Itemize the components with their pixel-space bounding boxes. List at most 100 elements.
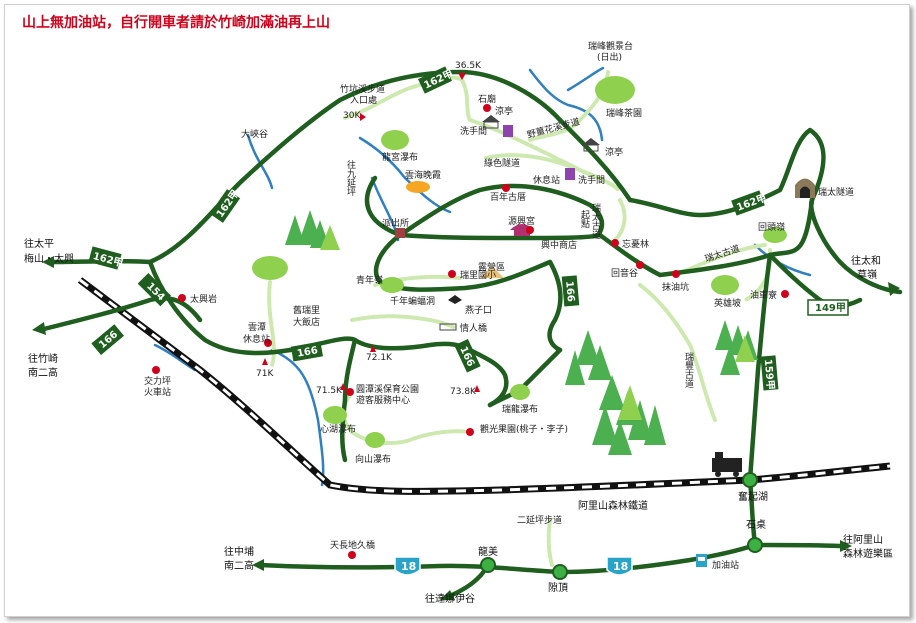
route-sign-162jia-east: 162甲 [731, 190, 768, 216]
label-xishoujian-2: 洗手間 [578, 174, 605, 186]
dest-alishan: 往阿里山 [843, 533, 883, 546]
label-longgong: 龍宮瀑布 [382, 151, 418, 163]
forest-clusters [285, 210, 758, 455]
label-eryanping: 二延坪步道 [517, 514, 562, 526]
label-huiyin: 回音谷 [611, 267, 638, 279]
label-zhukeng: 竹坑溪步道 [340, 83, 385, 95]
label-xinhu: 心湖瀑布 [320, 423, 356, 435]
label-zhujiuyanping: 往九延坪 [345, 159, 356, 197]
label-qingnian: 青年嶺 [356, 274, 383, 286]
label-yunze-2: 休息站 [243, 333, 270, 345]
label-longmei: 龍美 [478, 545, 498, 558]
dest-zhuqi: 往竹崎 [28, 352, 58, 365]
train-icon [712, 452, 742, 477]
dest-taihe-2: 草嶺 [857, 269, 877, 281]
label-qiannian: 千年蝙蝠洞 [390, 295, 435, 307]
dest-zhuqi-2: 南二高 [28, 366, 58, 379]
camp-icon [480, 266, 504, 278]
label-jiaoliping-2: 火車站 [144, 386, 171, 398]
svg-text:149甲: 149甲 [815, 302, 846, 314]
label-xingzhong: 興中商店 [541, 239, 577, 251]
route-sign-162jia-top: 162甲 [418, 66, 455, 94]
svg-text:159甲: 159甲 [762, 359, 777, 391]
label-shimiao: 石廟 [478, 93, 496, 105]
route-sign-166-west: 166 [91, 324, 124, 356]
route-sign-159jia: 159甲 [760, 355, 779, 391]
route-sign-166-mid: 166 [290, 341, 323, 362]
poi-dots [152, 104, 789, 559]
label-ruitai-start: 瑞太古道 [590, 202, 601, 240]
label-gas: 加油站 [712, 559, 739, 571]
sunset-cloud-icon [406, 181, 430, 193]
label-ruilong: 瑞龍瀑布 [502, 403, 538, 415]
label-k715: 71.5K [316, 386, 343, 396]
label-ruili-hotel: 舊瑞里 [293, 304, 320, 316]
dest-alishan-2: 森林遊樂區 [843, 547, 893, 560]
pavilion-icon [482, 115, 600, 152]
svg-text:166: 166 [563, 281, 576, 303]
direction-arrows [32, 256, 900, 600]
label-park: 圓潭溪保育公園 [356, 383, 419, 395]
km-markers [262, 73, 480, 392]
label-k71: 71K [256, 369, 274, 379]
label-yanzikou: 燕子口 [465, 304, 492, 316]
tunnel-icon [795, 178, 815, 198]
label-ruili-hotel-2: 大飯店 [293, 316, 320, 328]
label-laojiao: 抹油坑 [662, 281, 689, 293]
roads [37, 69, 903, 601]
label-tianchang: 天長地久橋 [330, 539, 375, 551]
dest-taiping-2: 梅山・太興 [24, 252, 74, 265]
label-wanghu: 忘憂林 [622, 238, 649, 250]
label-yemanhua: 野薑花溪步道 [526, 115, 581, 141]
label-ruifeng-tea: 瑞峰茶園 [606, 107, 642, 119]
bat-cave-icon [448, 295, 462, 304]
label-yunhai: 雲海晚霞 [405, 169, 441, 181]
label-yingxiong: 英雄坡 [714, 297, 741, 309]
police-icon [395, 228, 405, 238]
dest-zhongpu: 往中埔 [224, 545, 254, 558]
label-k738: 73.8K [450, 387, 477, 397]
label-ruitai-tunnel: 瑞太隧道 [818, 186, 854, 198]
label-liangting-1: 涼亭 [495, 105, 513, 117]
notice-text: 山上無加油站，自行開車者請於竹崎加滿油再上山 [22, 14, 330, 31]
route-sign-162jia-left: 162甲 [209, 188, 242, 223]
highway-18-west-shield: 18 [394, 556, 421, 576]
label-lvse: 綠色隧道 [484, 157, 520, 169]
label-yunze: 雲潭 [248, 322, 266, 333]
label-k365: 36.5K [455, 61, 482, 71]
label-taixingyan: 太興岩 [190, 293, 217, 305]
label-xiuxizhan: 休息站 [533, 174, 560, 186]
label-ruifeng-view-2: (日出) [597, 51, 622, 63]
highway-18-east-shield: 18 [606, 556, 633, 576]
label-youchepo: 油車寮 [750, 289, 777, 301]
dest-taiping: 往太平 [24, 237, 54, 250]
highway-shields: 18 18 [394, 556, 633, 576]
label-k30: 30K [343, 111, 361, 121]
svg-text:166: 166 [296, 345, 319, 359]
label-ruitai-start-2: 起點 [579, 210, 590, 229]
label-park-2: 遊客服務中心 [356, 394, 410, 406]
label-jiaoliping: 交力坪 [144, 375, 171, 387]
label-yanyingqu: 露營區 [478, 261, 505, 273]
dest-taihe: 往太和 [851, 254, 881, 267]
place-labels: 瑞峰觀景台 (日出) 瑞峰茶園 竹坑溪步道 入口處 36.5K 30K 大峽谷 … [144, 40, 854, 594]
destination-labels: 往太平 梅山・太興 往竹崎 南二高 往太和 草嶺 往阿里山 森林遊樂區 往中埔 … [24, 237, 893, 605]
junction-dots [480, 472, 763, 580]
dest-danayigu: 往達娜伊谷 [425, 592, 475, 605]
restroom-icon [503, 125, 575, 180]
gas-station-icon [696, 554, 707, 567]
label-liangting-2: 涼亭 [605, 146, 623, 158]
label-longmei-2: 隙頂 [548, 581, 568, 594]
label-xishoujian-1: 洗手間 [460, 125, 487, 137]
route-sign-166-east: 166 [561, 275, 580, 307]
hill-icons [252, 76, 787, 448]
label-fenqihu: 奮起湖 [738, 490, 768, 503]
label-railway: 阿里山森林鐵道 [578, 499, 648, 512]
map-frame [4, 4, 910, 617]
label-ruitai-ancient: 瑞豐古道 [683, 351, 694, 389]
label-shizhuo: 石桌 [746, 518, 766, 531]
route-sign-149jia: 149甲 [807, 299, 849, 316]
label-k721: 72.1K [366, 353, 393, 363]
label-paichusuo: 派出所 [382, 217, 409, 229]
